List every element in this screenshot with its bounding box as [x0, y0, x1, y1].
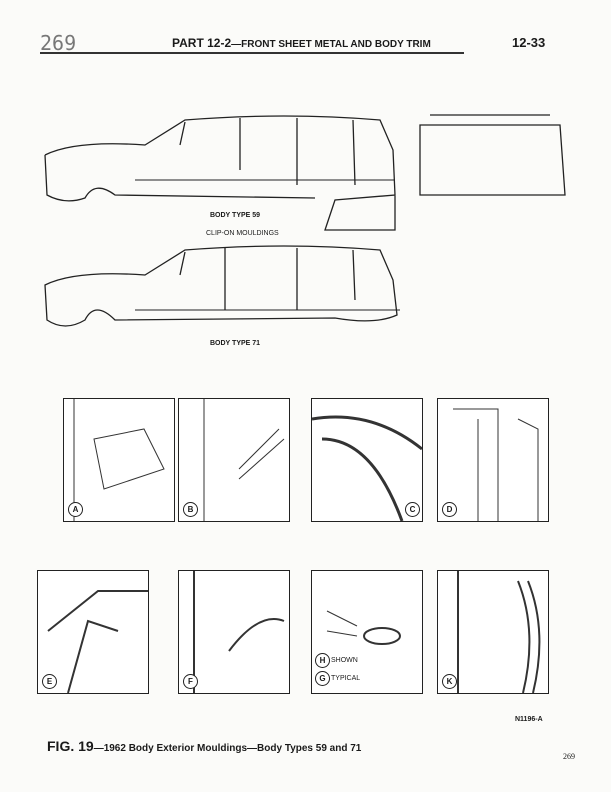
- detail-panel-d: D: [437, 398, 549, 522]
- body-type-59-label: BODY TYPE 59: [210, 212, 261, 219]
- callout-e: E: [42, 674, 57, 689]
- detail-panel-b: B: [178, 398, 290, 522]
- clip-on-mouldings-label: CLIP-ON MOULDINGS: [206, 230, 279, 237]
- footer-page-number: 269: [563, 752, 575, 761]
- part-title: PART 12-2—FRONT SHEET METAL AND BODY TRI…: [172, 36, 431, 50]
- figure-caption: FIG. 19—1962 Body Exterior Mouldings—Bod…: [47, 738, 361, 754]
- section-page-number: 12-33: [512, 35, 546, 50]
- detail-panel-c: C: [311, 398, 423, 522]
- header-rule: [40, 52, 464, 54]
- rear-view-outline: [419, 114, 566, 196]
- body-71-outline: [44, 245, 398, 327]
- figure-label: FIG. 19: [47, 738, 94, 754]
- part-number: PART 12-2: [172, 36, 232, 50]
- body-59-outline: [44, 115, 396, 231]
- typical-note: TYPICAL: [331, 675, 361, 682]
- body-type-71-label: BODY TYPE 71: [210, 340, 261, 347]
- callout-f: F: [183, 674, 198, 689]
- page-number-stamp: 269: [40, 31, 77, 55]
- detail-panel-e: E: [37, 570, 149, 694]
- callout-d: D: [442, 502, 457, 517]
- callout-g: G: [315, 671, 330, 686]
- car-side-views-illustration: [44, 114, 566, 327]
- detail-panel-f: F: [178, 570, 290, 694]
- callout-c: C: [405, 502, 420, 517]
- callout-k: K: [442, 674, 457, 689]
- callout-b: B: [183, 502, 198, 517]
- figure-code: N1196-A: [515, 716, 543, 723]
- detail-panel-k: K: [437, 570, 549, 694]
- callout-a: A: [68, 502, 83, 517]
- figure-caption-text: —1962 Body Exterior Mouldings—Body Types…: [93, 743, 362, 754]
- part-title-text: —FRONT SHEET METAL AND BODY TRIM: [231, 39, 431, 50]
- shown-note: SHOWN: [331, 657, 358, 664]
- callout-h: H: [315, 653, 330, 668]
- detail-panel-a: A: [63, 398, 175, 522]
